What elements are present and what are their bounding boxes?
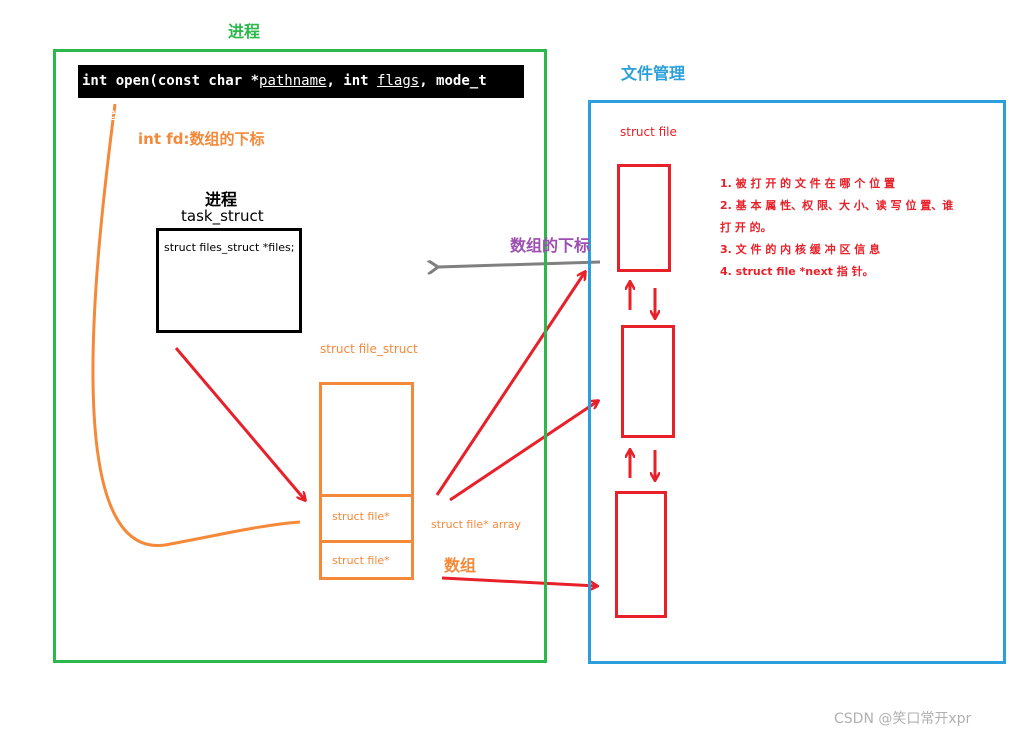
array-word: 数组 [444,556,477,575]
fd-label: int fd:数组的下标 [138,130,265,148]
note-line-1: 1. 被 打 开 的 文 件 在 哪 个 位 置 [720,177,895,190]
array-label: struct file* array [431,518,521,531]
files-pointer-arrow [174,347,305,500]
file-slot-2: struct file* [319,540,414,580]
open-syscall-signature: int open(const char *pathname, int flags… [78,65,524,122]
index-arrow [438,262,601,267]
note-line-4: 3. 文 件 的 内 核 缓 冲 区 信 息 [720,243,881,256]
array-to-file2-arrow [449,401,598,502]
index-label: 数组的下标 [510,236,591,255]
file-object-2 [621,325,675,438]
syscall-sep-1: , int [326,73,378,89]
file-slot-1: struct file* [319,494,414,542]
file-notes: 1. 被 打 开 的 文 件 在 哪 个 位 置 2. 基 本 属 性、权 限、… [720,173,953,283]
note-line-3: 打 开 的。 [720,221,772,234]
task-title: 进程 [205,190,238,209]
fd-curve [91,103,301,547]
note-line-5: 4. struct file *next 指 针。 [720,265,874,278]
syscall-param-pathname: pathname [259,73,327,89]
syscall-param-flags: flags [377,73,420,89]
file-struct-label: struct file_struct [320,342,418,356]
file-slot-2-label: struct file* [332,554,390,567]
watermark: CSDN @笑口常开xpr [834,711,972,727]
array-to-file1-arrow [435,272,585,496]
syscall-prefix: int open(const char * [82,73,260,89]
task-struct-box: struct files_struct *files; [156,228,302,333]
process-container [53,49,547,663]
file-mgmt-title: 文件管理 [621,64,686,83]
syscall-sep-2: , mode_t [419,73,487,89]
note-line-2: 2. 基 本 属 性、权 限、大 小、读 写 位 置、谁 [720,199,954,212]
file-mgmt-container [588,100,1006,664]
array-to-file3-arrow [441,576,597,586]
file-object-1 [617,164,671,272]
struct-file-label: struct file [620,125,677,139]
syscall-suffix: ); [115,106,133,122]
file-object-3 [615,491,667,618]
syscall-param-mode: mode [82,106,116,122]
task-struct-label: task_struct [181,207,264,225]
file-struct-box: struct file* struct file* [319,382,414,580]
files-field: struct files_struct *files; [164,241,295,254]
process-title: 进程 [228,22,261,41]
file-slot-1-label: struct file* [332,510,390,523]
